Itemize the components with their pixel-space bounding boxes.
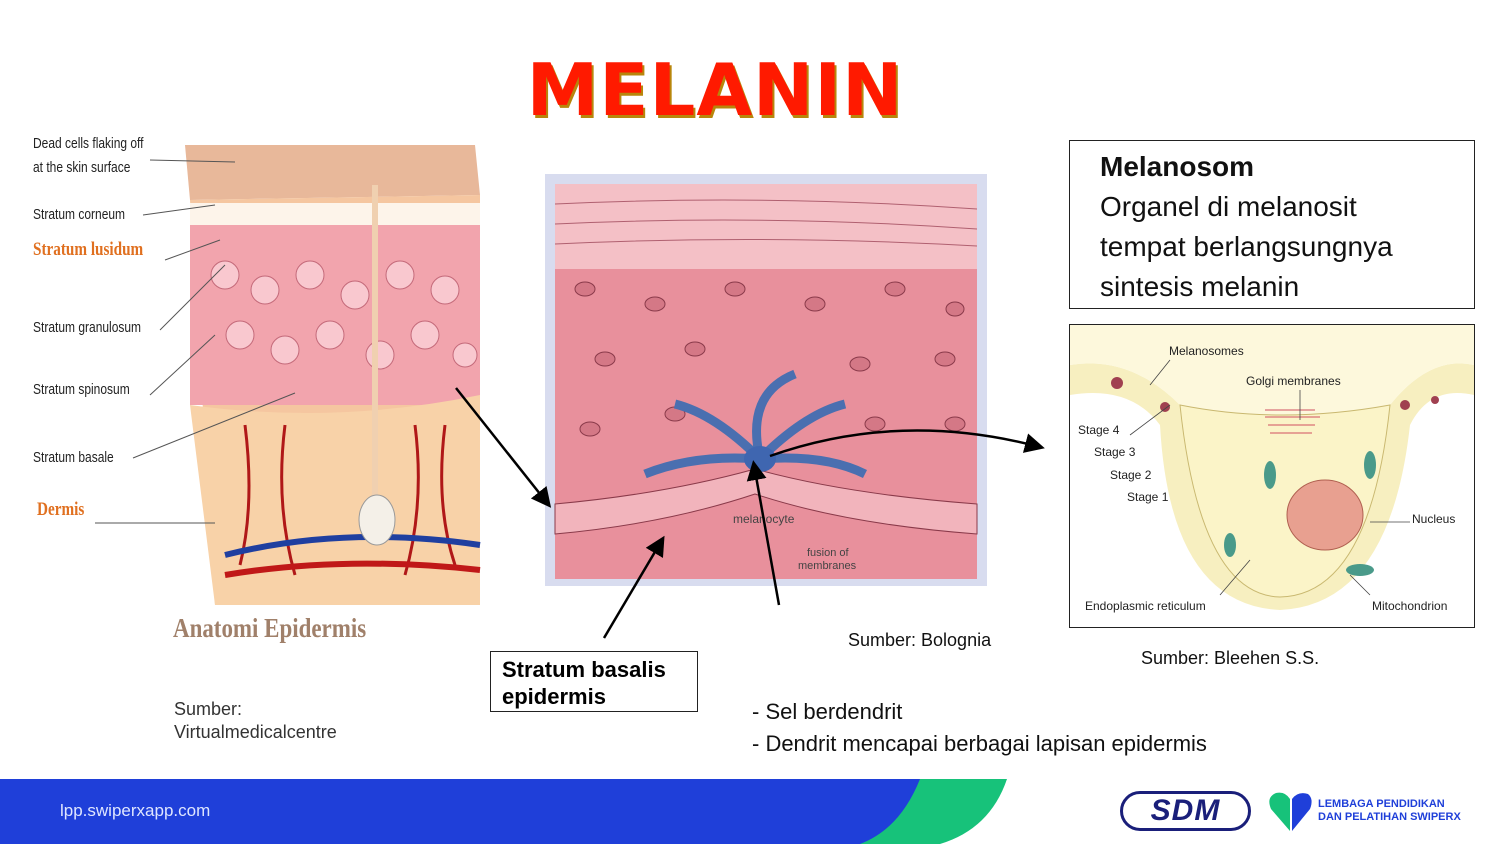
definition-line-3: sintesis melanin xyxy=(1100,271,1300,302)
lpp-line-2: DAN PELATIHAN SWIPERX xyxy=(1318,811,1461,823)
footer: lpp.swiperxapp.com SDM LEMBAGA PENDIDIKA… xyxy=(0,779,1500,844)
footer-band xyxy=(0,779,1007,844)
melanosome-figure: Melanosomes Golgi membranes Stage 4 Stag… xyxy=(1069,324,1475,628)
label-endoplasmic-reticulum: Endoplasmic reticulum xyxy=(1085,599,1206,613)
callout-line-2: epidermis xyxy=(502,684,606,709)
middle-source: Sumber: Bolognia xyxy=(848,630,992,650)
right-source: Sumber: Bleehen S.S. xyxy=(1141,648,1320,668)
bullet-list: - Sel berdendrit - Dendrit mencapai berb… xyxy=(752,696,1207,760)
melanocyte-figure: melanocyte fusion of membranes xyxy=(545,174,987,586)
label-stage-4: Stage 4 xyxy=(1078,423,1120,437)
arrow-to-melanosome xyxy=(769,429,1045,458)
arrow-to-stratum-basalis xyxy=(602,535,665,639)
label-dead-cells-2: at the skin surface xyxy=(33,159,131,176)
footer-url[interactable]: lpp.swiperxapp.com xyxy=(60,801,211,820)
label-dead-cells-1: Dead cells flaking off xyxy=(33,135,144,152)
label-fusion-2: membranes xyxy=(798,560,857,572)
stratum-basalis-callout: Stratum basalis epidermis xyxy=(490,651,698,712)
label-stratum-granulosum: Stratum granulosum xyxy=(33,319,142,336)
slide-title: MELANIN xyxy=(526,48,904,132)
label-mitochondrion: Mitochondrion xyxy=(1372,599,1448,613)
arrow-to-melanocyte xyxy=(746,460,781,606)
melanocyte-illustration xyxy=(554,184,978,579)
label-fusion-1: fusion of xyxy=(807,547,849,559)
melanosome-illustration xyxy=(1070,325,1474,610)
label-stratum-corneum: Stratum corneum xyxy=(33,206,126,223)
melanosom-definition-box: Melanosom Organel di melanosit tempat be… xyxy=(1069,140,1475,309)
figure-caption: Anatomi Epidermis xyxy=(173,613,367,643)
bullet-1: - Sel berdendrit xyxy=(752,699,903,724)
definition-line-1: Organel di melanosit xyxy=(1100,191,1357,222)
callout-line-1: Stratum basalis xyxy=(502,657,666,682)
lpp-logo-text: LEMBAGA PENDIDIKAN DAN PELATIHAN SWIPERX xyxy=(1318,798,1461,824)
definition-heading: Melanosom xyxy=(1100,151,1255,182)
left-source-2: Virtualmedicalcentre xyxy=(174,722,337,742)
sdm-logo: SDM xyxy=(1120,791,1251,831)
lpp-line-1: LEMBAGA PENDIDIKAN xyxy=(1318,798,1445,810)
label-melanosomes: Melanosomes xyxy=(1169,344,1244,358)
arrow-to-basale xyxy=(455,387,552,508)
heart-logo-icon xyxy=(1269,792,1312,831)
label-stage-1: Stage 1 xyxy=(1127,490,1169,504)
label-stage-2: Stage 2 xyxy=(1110,468,1152,482)
label-golgi: Golgi membranes xyxy=(1246,374,1341,388)
skin-illustration xyxy=(95,145,481,605)
label-stratum-lusidum: Stratum lusidum xyxy=(33,239,144,260)
label-stratum-spinosum: Stratum spinosum xyxy=(33,381,130,398)
label-dermis: Dermis xyxy=(37,499,85,520)
label-stratum-basale: Stratum basale xyxy=(33,449,114,466)
bullet-2: - Dendrit mencapai berbagai lapisan epid… xyxy=(752,731,1207,756)
left-source-1: Sumber: xyxy=(174,699,243,719)
skin-anatomy-figure: Dead cells flaking off at the skin surfa… xyxy=(25,125,495,670)
label-nucleus: Nucleus xyxy=(1412,512,1456,526)
definition-line-2: tempat berlangsungnya xyxy=(1100,231,1393,262)
label-stage-3: Stage 3 xyxy=(1094,445,1136,459)
